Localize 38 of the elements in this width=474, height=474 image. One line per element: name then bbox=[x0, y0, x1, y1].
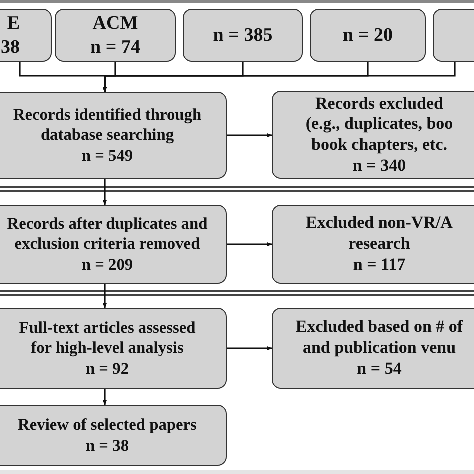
process-box bbox=[0, 205, 227, 284]
box-text: n = 38 bbox=[86, 436, 130, 456]
box-text: E bbox=[7, 12, 20, 36]
arrow bbox=[102, 179, 108, 206]
box-text: n = 209 bbox=[82, 254, 134, 275]
box-text: Excluded based on # of bbox=[296, 317, 464, 338]
box-text: Review of selected papers bbox=[18, 415, 197, 436]
box-text: 38 bbox=[1, 36, 20, 59]
box-text: research bbox=[348, 234, 410, 255]
box-text: n = 54 bbox=[357, 358, 402, 380]
box-text: Records excluded bbox=[316, 94, 444, 114]
process-box bbox=[0, 308, 227, 389]
box-text: n = 385 bbox=[213, 24, 273, 48]
box-text: n = 549 bbox=[82, 146, 134, 166]
box-text: (e.g., duplicates, boo bbox=[306, 114, 454, 135]
arrow bbox=[102, 62, 456, 93]
box-text: n = 20 bbox=[343, 24, 393, 48]
process-box bbox=[0, 92, 227, 179]
process-box bbox=[272, 308, 474, 389]
box-text: and publication venu bbox=[302, 338, 456, 359]
process-box bbox=[272, 91, 474, 179]
box-text: n = 74 bbox=[90, 36, 140, 59]
box-text: Excluded non-VR/A bbox=[306, 213, 453, 234]
box-text: book chapters, etc. bbox=[312, 135, 448, 156]
box-text: n = 117 bbox=[353, 254, 406, 276]
arrow bbox=[102, 284, 108, 309]
process-box bbox=[310, 9, 426, 62]
arrow bbox=[227, 346, 273, 351]
process-box bbox=[55, 9, 176, 62]
arrow bbox=[227, 133, 273, 138]
arrow bbox=[102, 389, 108, 406]
process-box bbox=[272, 205, 474, 284]
box-text: ACM bbox=[92, 12, 138, 36]
process-box bbox=[0, 405, 227, 466]
box-text: n = 92 bbox=[86, 358, 130, 379]
box-text: n = 340 bbox=[352, 156, 406, 176]
arrow bbox=[227, 242, 273, 247]
process-box bbox=[183, 9, 303, 62]
